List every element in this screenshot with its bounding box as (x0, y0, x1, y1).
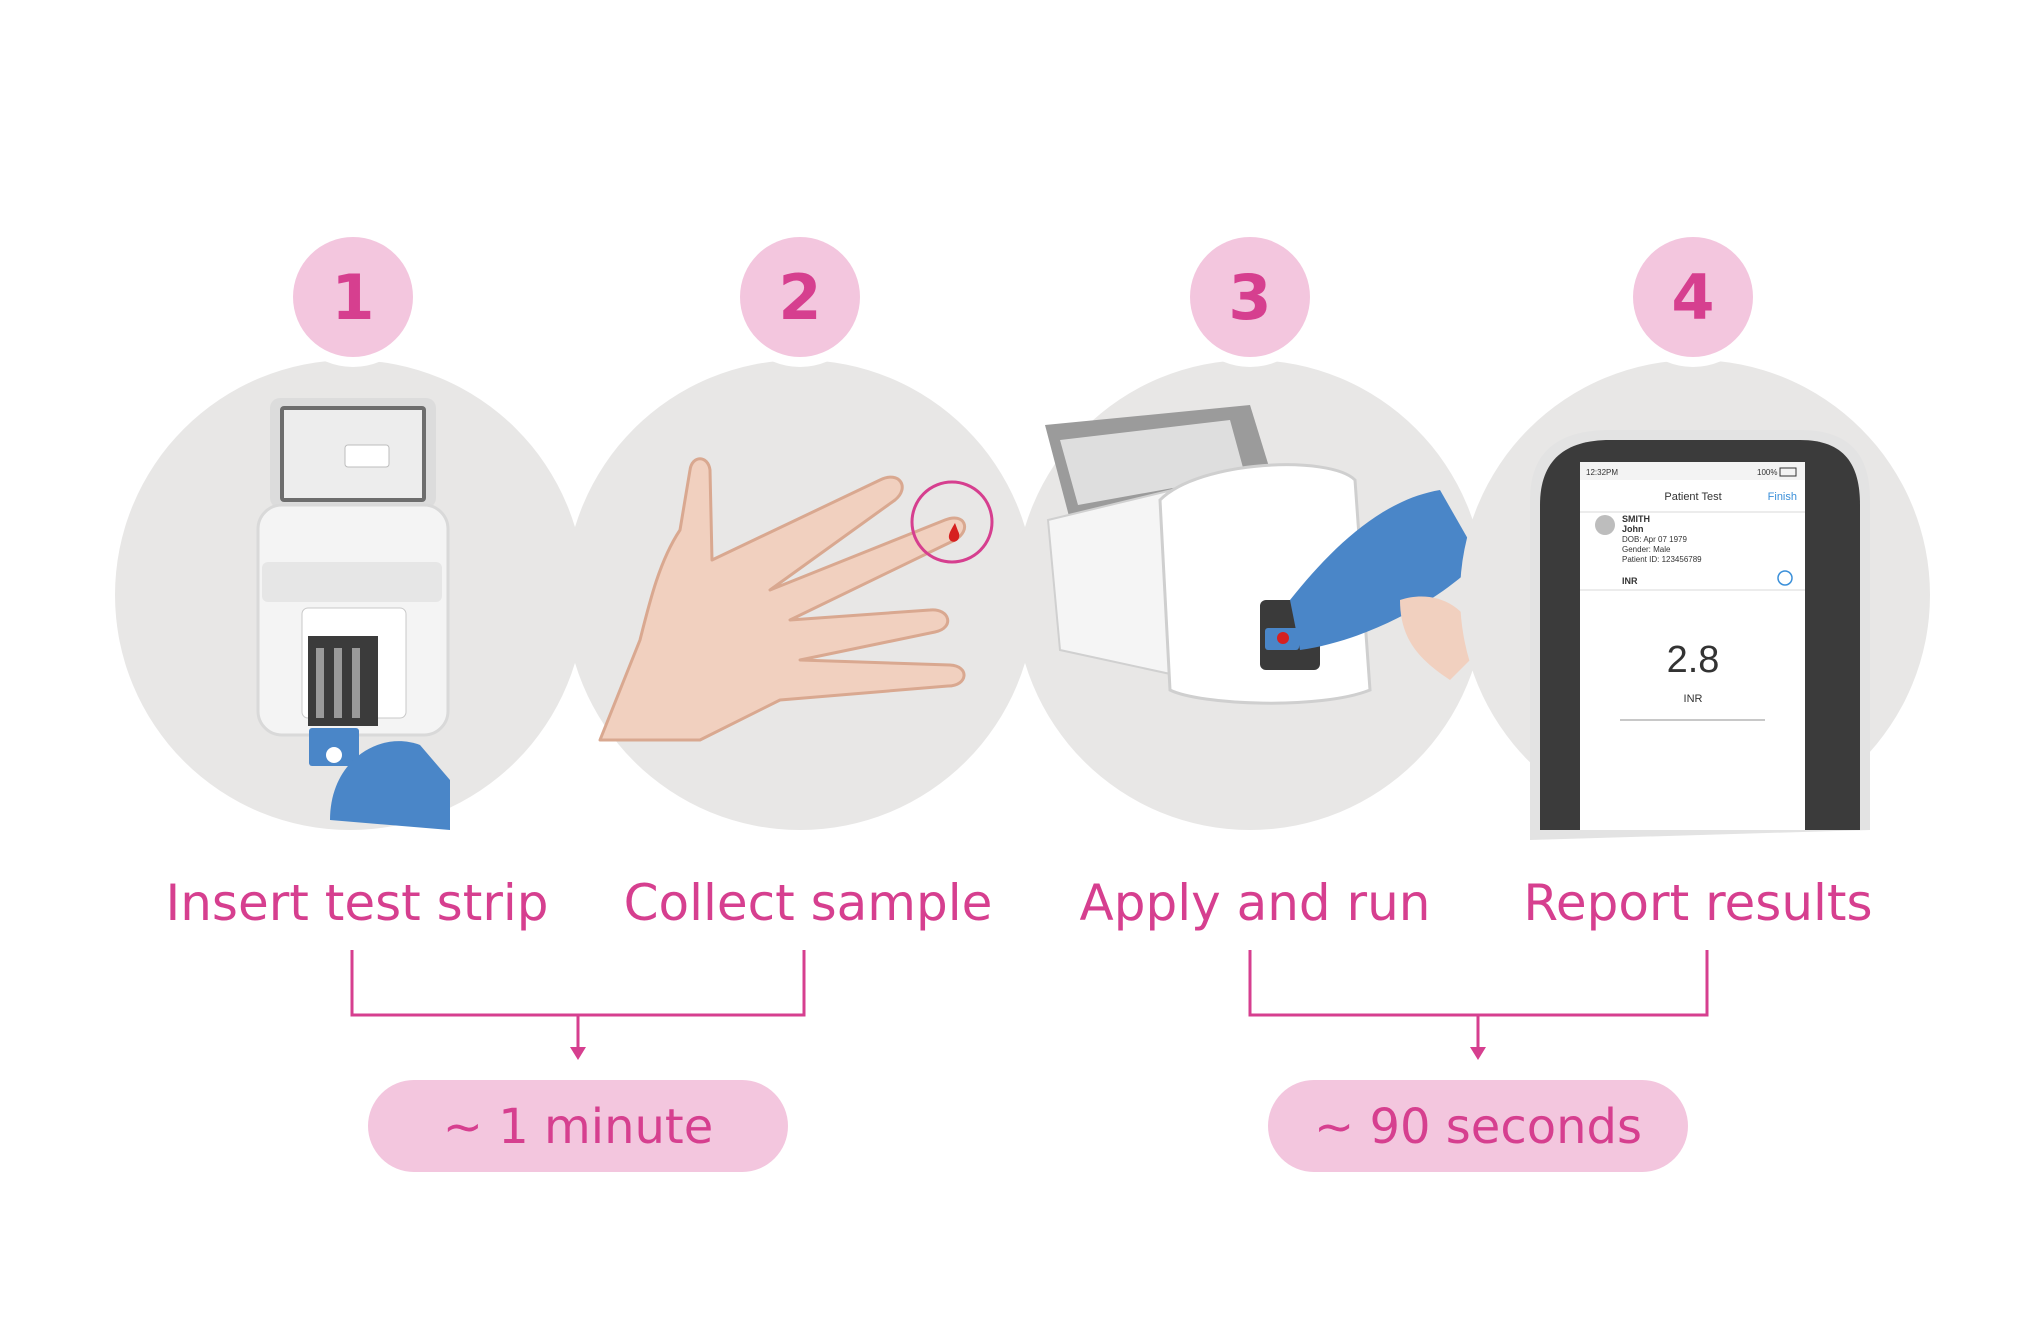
step-2: 2 Collect sample (565, 227, 1035, 932)
arrow-down-icon (1470, 1047, 1486, 1060)
battery-icon (1779, 467, 1797, 477)
step-4: 4 12:32PM 100% Patient Test Finish SMITH… (1460, 227, 1930, 932)
device-illustration (256, 398, 450, 830)
step-4-badge (1633, 237, 1753, 357)
duration-pill-1 (368, 1080, 788, 1172)
step-1-label: Insert test strip (165, 874, 548, 932)
status-battery: 100% (1757, 468, 1777, 477)
avatar-icon (1595, 515, 1615, 535)
step-2-badge (740, 237, 860, 357)
duration-2-text: ~ 90 seconds (1314, 1099, 1642, 1155)
test-name: INR (1622, 576, 1638, 586)
duration-pill-2 (1268, 1080, 1688, 1172)
finish-button[interactable]: Finish (1768, 491, 1797, 503)
step-1: 1 Insert test strip (115, 227, 585, 932)
finger-prick-highlight (910, 480, 994, 564)
info-icon (1777, 570, 1793, 586)
patient-first-name: John (1622, 524, 1644, 534)
step-2-label: Collect sample (624, 874, 993, 932)
result-unit: INR (1684, 693, 1703, 705)
result-device (1530, 430, 1870, 840)
patient-id: Patient ID: 123456789 (1622, 555, 1702, 564)
arrow-down-icon (570, 1047, 586, 1060)
step-4-label: Report results (1523, 874, 1872, 932)
patient-last-name: SMITH (1622, 514, 1650, 524)
blood-drop-icon (948, 523, 960, 542)
result-value: 2.8 (1667, 639, 1720, 681)
step-1-number: 1 (331, 261, 374, 334)
step-3-badge (1190, 237, 1310, 357)
patient-dob: DOB: Apr 07 1979 (1622, 535, 1687, 544)
duration-1-text: ~ 1 minute (443, 1099, 714, 1155)
hand-illustration (598, 457, 967, 742)
step-3-label: Apply and run (1080, 874, 1431, 932)
step-1-badge (293, 237, 413, 357)
step-3-number: 3 (1228, 261, 1271, 334)
apply-illustration (1045, 405, 1480, 705)
patient-gender: Gender: Male (1622, 545, 1671, 554)
result-screen (1580, 462, 1805, 830)
step-4-number: 4 (1671, 261, 1714, 334)
step-3: 3 Apply and run (1015, 227, 1485, 932)
connector-steps-1-2 (350, 950, 806, 1050)
connector-steps-3-4 (1248, 950, 1709, 1050)
screen-title: Patient Test (1664, 491, 1721, 503)
step-2-number-text: 2 (778, 261, 821, 334)
status-time: 12:32PM (1586, 468, 1618, 477)
